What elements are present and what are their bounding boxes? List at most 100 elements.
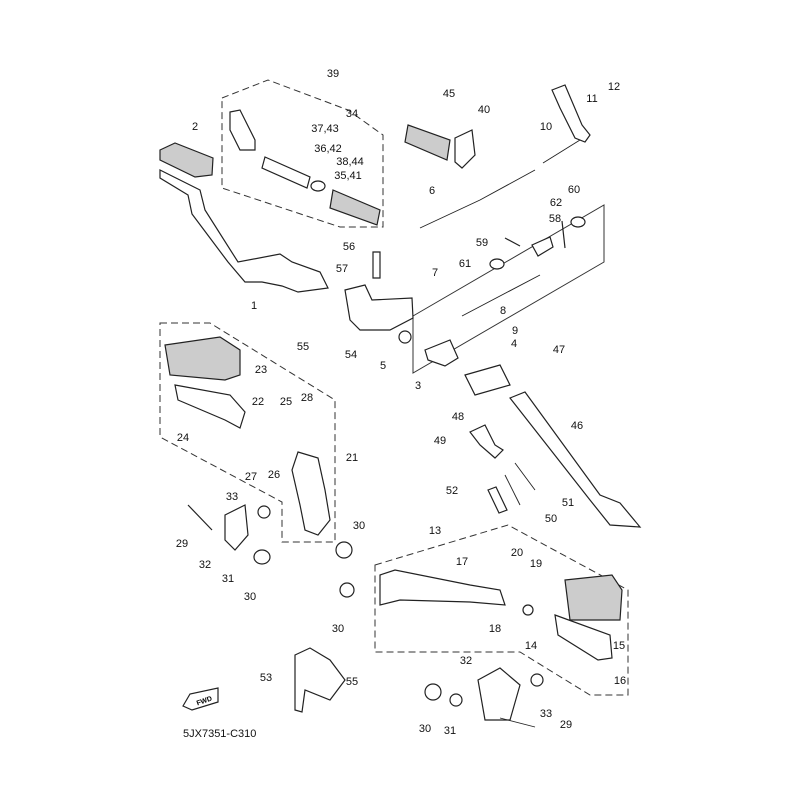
callout-label: 25	[280, 396, 292, 408]
callout-label: 59	[476, 237, 488, 249]
callout-label: 21	[346, 452, 358, 464]
callout-label: 24	[177, 432, 189, 444]
callout-label: 39	[327, 68, 339, 80]
footrest-shaft	[261, 156, 311, 189]
cable-tie-62	[561, 220, 566, 249]
callout-label: 29	[560, 719, 572, 731]
callout-label: 49	[434, 435, 446, 447]
callout-label: 38,44	[336, 156, 364, 168]
callout-label: 28	[301, 392, 313, 404]
footrest-rubber-23	[164, 336, 241, 381]
shift-arm-21	[291, 451, 331, 536]
collar-31	[449, 693, 463, 707]
callout-label: 46	[571, 420, 583, 432]
group-outline-34	[221, 79, 384, 228]
bushing-30	[253, 549, 271, 565]
spring-51	[514, 462, 536, 491]
clamp-58	[531, 236, 554, 257]
shift-arm-11	[551, 84, 591, 143]
shift-lever-13	[379, 569, 506, 606]
fwd-arrow-icon: FWD	[182, 687, 219, 711]
callout-label: 33	[540, 708, 552, 720]
callout-label: 18	[489, 623, 501, 635]
callout-label: 58	[549, 213, 561, 225]
callout-label: 53	[260, 672, 272, 684]
footrest-bracket-34	[229, 109, 256, 151]
callout-label: 9	[512, 325, 518, 337]
footrest-rubber-40	[404, 124, 451, 161]
callout-label: 35,41	[334, 170, 362, 182]
bolt-29	[187, 504, 213, 531]
shift-rod-lower	[461, 274, 541, 317]
callout-label: 33	[226, 491, 238, 503]
bolt-59	[504, 237, 521, 247]
callout-label: 23	[255, 364, 267, 376]
shift-rod-6	[419, 169, 536, 229]
group-outline-13	[374, 524, 629, 696]
callout-label: 27	[245, 471, 257, 483]
bushing-30c	[339, 582, 355, 598]
callout-label: 60	[568, 184, 580, 196]
callout-label: 4	[511, 338, 517, 350]
callout-label: 10	[540, 121, 552, 133]
callout-label: 3	[415, 380, 421, 392]
callout-label: 1	[251, 300, 257, 312]
collar-18	[522, 604, 534, 616]
callout-label: 5	[380, 360, 386, 372]
callout-label: 52	[446, 485, 458, 497]
callout-label: 22	[252, 396, 264, 408]
callout-label: 8	[500, 305, 506, 317]
callout-label: 30	[332, 623, 344, 635]
callout-label: 26	[268, 469, 280, 481]
callout-label: 48	[452, 411, 464, 423]
footrest-rubber-35	[329, 189, 381, 226]
callout-label: 51	[562, 497, 574, 509]
callout-label: 32	[460, 655, 472, 667]
sidestand-46	[509, 391, 642, 528]
bracket-stand	[464, 364, 511, 396]
footrest-22	[174, 384, 246, 429]
callout-label: 20	[511, 547, 523, 559]
callout-label: 47	[553, 344, 565, 356]
bracket-40	[454, 129, 476, 169]
collar-33b	[530, 673, 544, 687]
callout-label: 30	[244, 591, 256, 603]
bolt-29b	[499, 717, 536, 728]
washer-38	[310, 180, 326, 192]
plate-32	[224, 504, 249, 551]
callout-label: 37,43	[311, 123, 339, 135]
spring-50	[504, 474, 521, 506]
brake-pedal-pad	[159, 142, 214, 178]
callout-label: 14	[525, 640, 537, 652]
callout-label: 17	[456, 556, 468, 568]
callout-label: 31	[444, 725, 456, 737]
callout-label: 40	[478, 104, 490, 116]
spring-5	[398, 330, 412, 344]
shift-arm-3	[424, 339, 459, 367]
callout-label: 12	[608, 81, 620, 93]
footrest-rubber-15	[564, 574, 623, 621]
callout-label: 61	[459, 258, 471, 270]
pin-52	[487, 486, 508, 514]
group-outline-21	[159, 322, 336, 543]
spring-10	[542, 139, 581, 164]
callout-label: 54	[345, 349, 357, 361]
callout-label: 29	[176, 538, 188, 550]
callout-label: 55	[297, 341, 309, 353]
callout-label: 57	[336, 263, 348, 275]
callout-label: 30	[353, 520, 365, 532]
callout-label: 13	[429, 525, 441, 537]
part-code: 5JX7351-C310	[183, 728, 256, 740]
callout-label: 50	[545, 513, 557, 525]
bracket-53	[294, 647, 346, 713]
bracket-49	[469, 424, 504, 459]
callout-label: 62	[550, 197, 562, 209]
callout-label: 15	[613, 640, 625, 652]
callout-label: 34	[346, 108, 358, 120]
callout-label: 36,42	[314, 143, 342, 155]
bushing-30b	[335, 541, 353, 559]
callout-label: 56	[343, 241, 355, 253]
brake-pedal-arm	[159, 169, 329, 293]
callout-label: 2	[192, 121, 198, 133]
clamp-61	[489, 258, 505, 270]
